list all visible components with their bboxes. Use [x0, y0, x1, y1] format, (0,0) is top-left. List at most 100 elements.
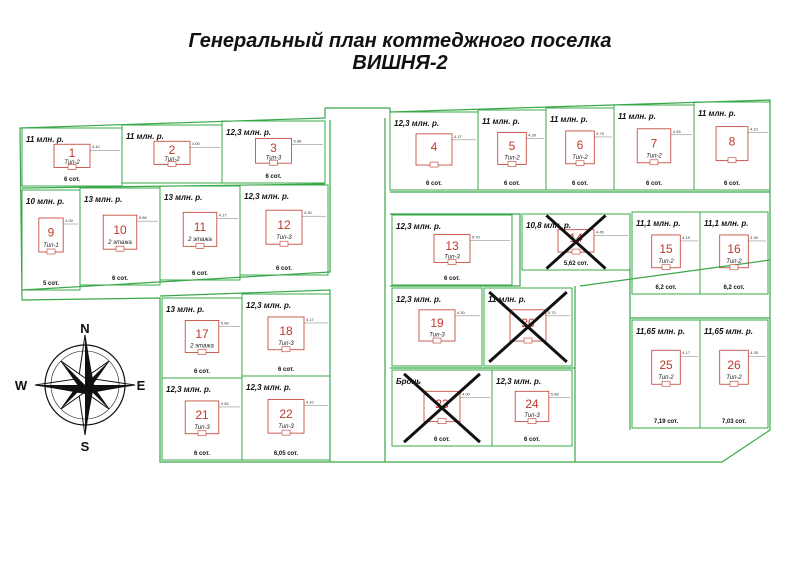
house-porch — [279, 240, 289, 247]
plot-price: 12,3 млн. р. — [396, 222, 441, 231]
plot-boundary — [239, 184, 329, 276]
compass-point-shade — [61, 383, 85, 409]
plot-area: 6 сот. — [572, 181, 588, 187]
dimension-mark: 4.17 — [219, 212, 228, 217]
plot-boundary — [483, 287, 573, 367]
house-type: Тип-3 — [524, 413, 540, 419]
dimension-mark: 4.17 — [454, 134, 463, 139]
plot-boundary — [221, 120, 326, 184]
house-porch — [429, 161, 439, 168]
plot-area: 6,2 сот. — [656, 285, 677, 291]
plot-price: 10,8 млн. р. — [526, 221, 571, 230]
plot-price: 12,3 млн. р. — [244, 192, 289, 201]
house-type: Тип-3 — [278, 341, 294, 347]
compass-label-s: S — [81, 439, 90, 454]
plot-area: 7,03 сот. — [722, 419, 747, 425]
compass-label-n: N — [80, 321, 89, 336]
house-porch — [527, 418, 537, 424]
house-type: Тип-3 — [444, 254, 460, 260]
house-type: Тип-2 — [646, 154, 662, 160]
plot-number: 25 — [659, 358, 673, 372]
house-porch — [195, 243, 205, 249]
house-porch — [727, 157, 737, 163]
plot-8[interactable]: 811 млн. р.6 сот.4.10 — [693, 101, 771, 191]
house-type: Тип-1 — [43, 243, 58, 249]
compass-ring — [44, 344, 126, 426]
plot-price: Бронь — [396, 377, 421, 386]
plot-area: 6 сот. — [724, 181, 740, 187]
plot-4[interactable]: 412,3 млн. р.6 сот.4.17 — [389, 111, 479, 191]
dimension-mark: 5.98 — [139, 215, 148, 220]
house-type: Тип-2 — [164, 157, 180, 163]
plot-price: 11 млн. р. — [618, 112, 656, 121]
dimension-mark: 4.30 — [304, 210, 313, 215]
plot-number: 17 — [195, 327, 209, 341]
plot-number: 5 — [509, 139, 516, 153]
dimension-mark: 5.98 — [551, 391, 560, 396]
dimension-mark: 5.70 — [596, 131, 605, 136]
house-type: Тип-2 — [658, 375, 674, 381]
house-porch — [67, 164, 77, 170]
plot-area: 5,62 сот. — [564, 261, 589, 267]
plot-area: 6 сот. — [444, 276, 460, 282]
plot-number: 26 — [727, 358, 741, 372]
house-type: Тип-3 — [194, 425, 210, 431]
house-type: Тип-2 — [726, 375, 742, 381]
plot-area: 6,05 сот. — [274, 451, 299, 457]
plot-boundary — [699, 211, 769, 295]
plot-area: 6,2 сот. — [724, 285, 745, 291]
dimension-mark: 4.10 — [682, 235, 691, 240]
dimension-mark: 4.00 — [750, 235, 759, 240]
house-porch — [571, 248, 581, 255]
plot-price: 11 млн. р. — [488, 295, 526, 304]
house-porch — [46, 248, 56, 255]
sold-cross-line — [545, 214, 607, 270]
dimension-mark: 5.98 — [294, 138, 303, 143]
plot-area: 6 сот. — [276, 266, 292, 272]
plot-area: 7,19 сот. — [654, 419, 679, 425]
plot-number: 19 — [430, 316, 444, 330]
house-porch — [432, 337, 442, 344]
plot-area: 6 сот. — [504, 181, 520, 187]
plot-number: 2 — [169, 143, 176, 157]
plot-price: 11,1 млн. р. — [704, 219, 748, 228]
plot-price: 13 млн. р. — [84, 195, 122, 204]
plot-boundary — [241, 375, 331, 461]
plot-number: 10 — [113, 223, 127, 237]
house-type: Тип-3 — [266, 155, 282, 161]
plot-area: 6 сот. — [426, 181, 442, 187]
plot-price: 12,3 млн. р. — [396, 295, 441, 304]
plot-number: 4 — [431, 140, 438, 154]
dimension-mark: 5.70 — [472, 235, 481, 240]
sold-cross-line — [488, 291, 568, 363]
dimension-mark: 4.30 — [457, 310, 466, 315]
plot-number: 16 — [727, 242, 741, 256]
plot-price: 12,3 млн. р. — [496, 377, 541, 386]
compass-label-w: W — [15, 378, 28, 393]
